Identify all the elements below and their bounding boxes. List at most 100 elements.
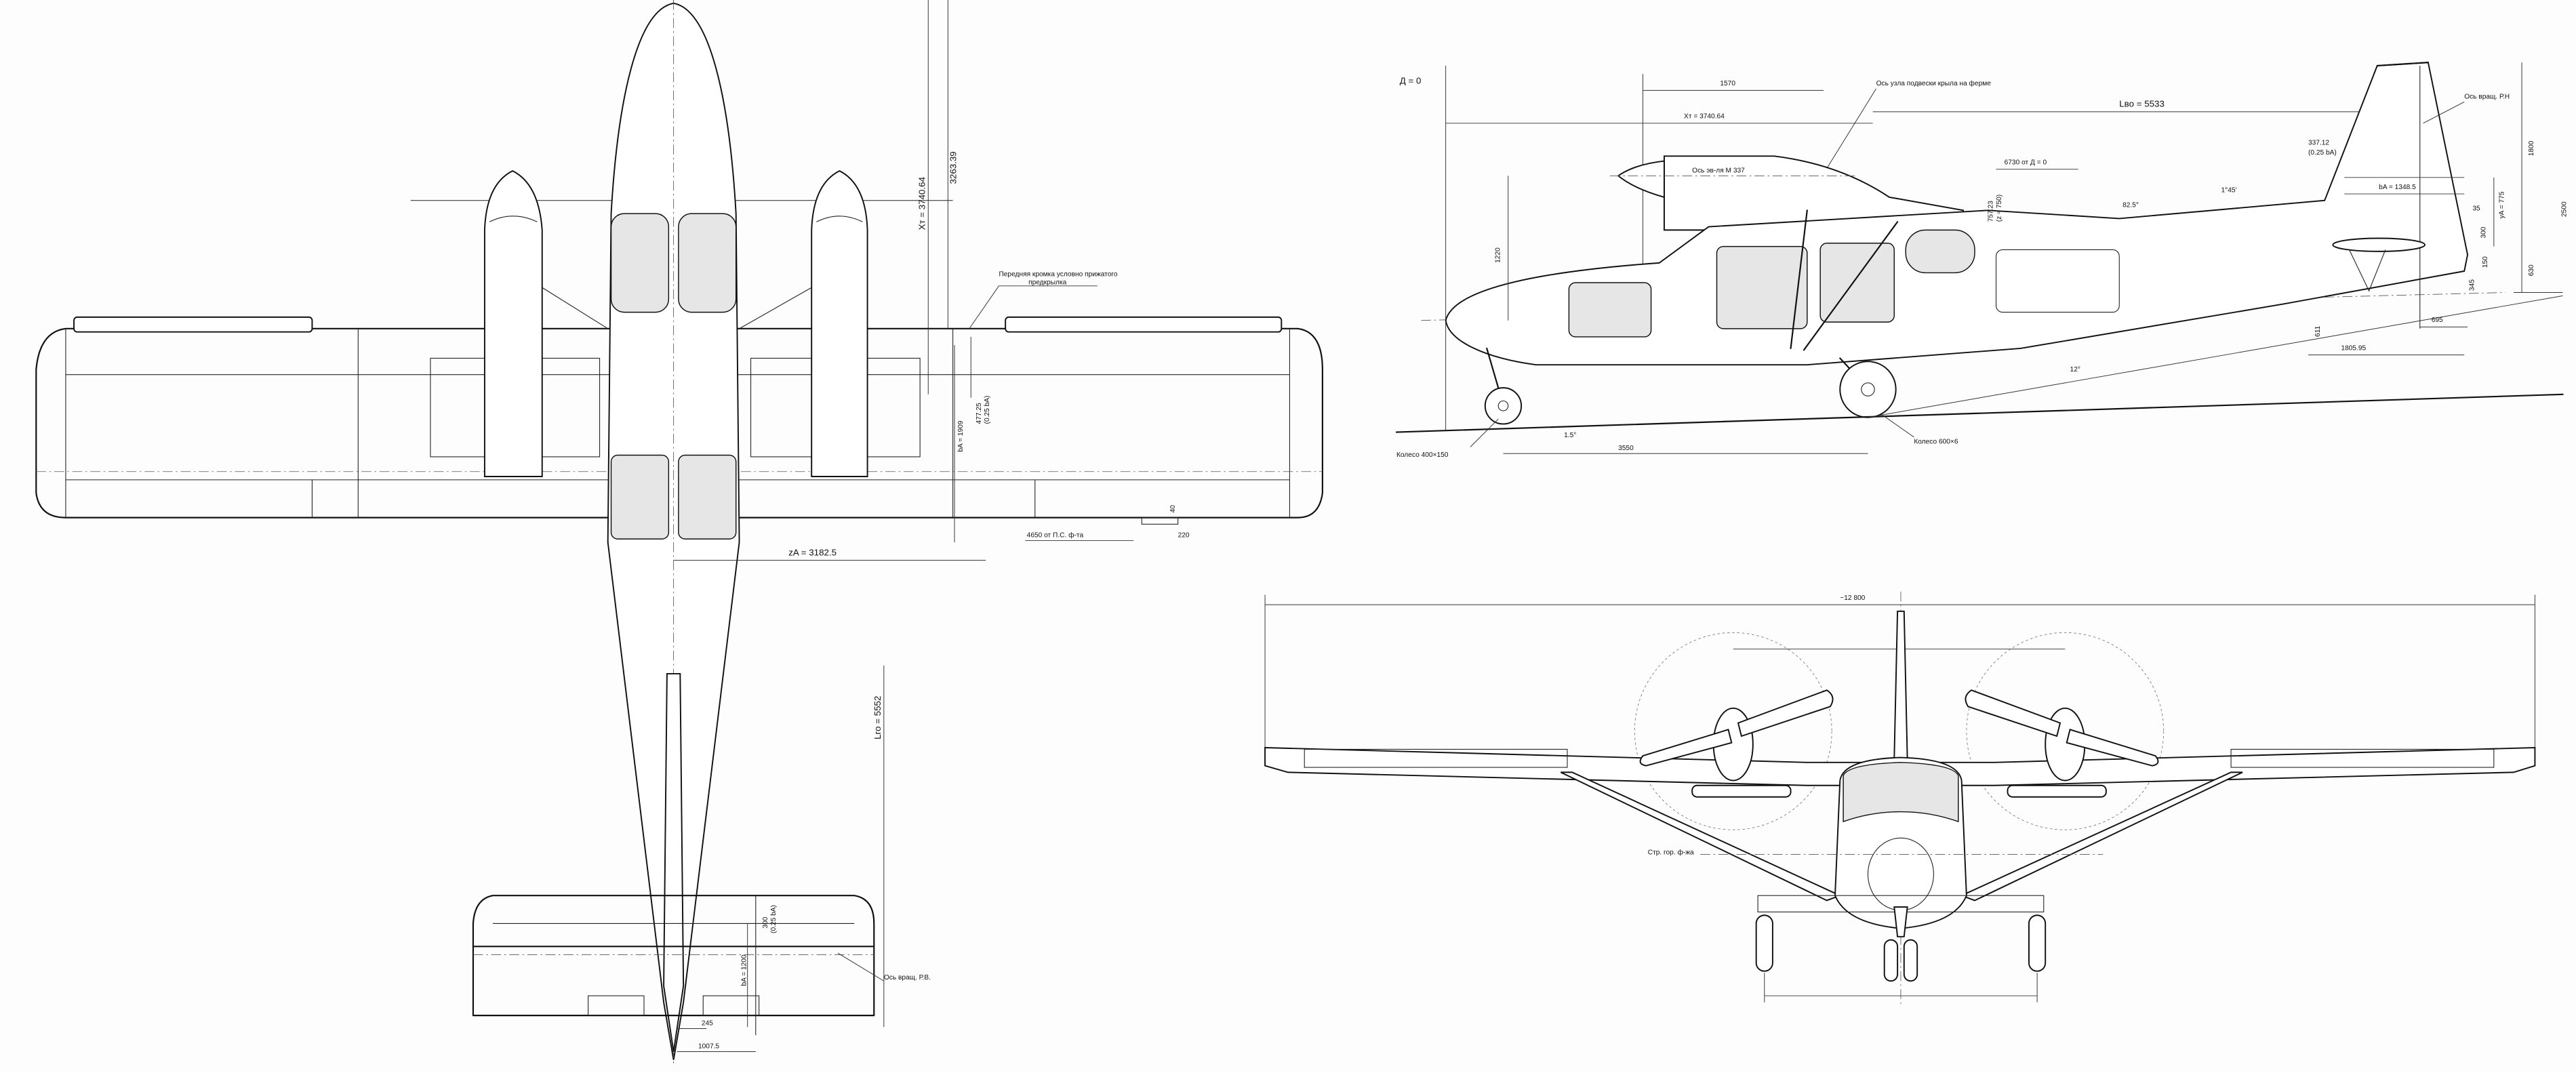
elevator-tab-left (588, 995, 645, 1016)
front-view: ~12 800 Стр. гор. ф-жа (1264, 591, 2536, 1006)
dim-1800-label: 1800 (2528, 140, 2535, 156)
elev-axis-leader (837, 952, 885, 981)
prop-blade-right-lower (2066, 729, 2159, 767)
front-nose-wheel-left (1883, 939, 1899, 982)
dim-ba-tail-label: bA = 1200 (740, 954, 748, 986)
nacelle-spinner-line-right (816, 216, 863, 222)
nose-gear-leg (1486, 347, 1500, 389)
tail-clearance-line (1868, 295, 2563, 418)
wing-strut-front (1790, 209, 1808, 350)
dim-757-label: 757.23 (1988, 201, 1995, 222)
dim-tail-q-sub: (0.25 bA) (770, 905, 778, 933)
dim-mac-quarter-label: 477.25 (975, 403, 983, 424)
dim-345-label: 345 (2469, 279, 2476, 291)
dim-lvo-label: Lво = 5533 (2119, 99, 2165, 109)
front-aileron-right (2230, 748, 2495, 768)
dim-xt-label: Xт = 3740.64 (917, 176, 927, 230)
wing-node-axis-label: Ось узла подвески крыла на ферме (1876, 79, 1992, 87)
datum-label: Д = 0 (1400, 76, 1422, 86)
horizontal-tail-outline (472, 895, 875, 1017)
slat-note-line1: Передняя кромка условно прижатого (999, 270, 1117, 278)
nacelle-strut-right (739, 287, 812, 329)
main-wheel-leader (1880, 413, 1914, 438)
prop-blade-left-upper (1737, 689, 1834, 737)
side-rear-window (1905, 229, 1975, 274)
dim-40-label: 40 (1169, 505, 1177, 513)
prop-disc-right (1966, 632, 2165, 830)
elev-axis-label: Ось вращ. Р.В. (884, 974, 931, 981)
ground-line (1395, 393, 2564, 433)
slat-note-line2: предкрылка (1028, 279, 1067, 286)
dim-mac-quarter-sub: (0.25 bA) (984, 396, 991, 424)
dim-150-label: 150 (2482, 256, 2489, 268)
engine-axis-label: Ось эв-ля М 337 (1692, 167, 1745, 175)
nose-wheel-leader (1470, 418, 1499, 447)
dim-35-label: 35 (2472, 205, 2480, 212)
side-window-front (1568, 282, 1652, 338)
prop-disc-left (1634, 632, 1832, 830)
dim-1007-label: 1007.5 (698, 1043, 719, 1051)
front-aileron-left (1304, 748, 1568, 768)
rear-panel-right (678, 454, 737, 540)
nacelle-spinner-line-left (489, 216, 538, 222)
dim-3550-label: 3550 (1618, 445, 1634, 452)
canopy-panel-left (610, 213, 670, 313)
slat-leader-line (969, 285, 999, 329)
dim-ya-label: yA = 775 (2498, 191, 2505, 218)
angle-82-5-label: 82.5° (2122, 201, 2139, 209)
front-main-wheel-right (2028, 914, 2047, 972)
main-wheel (1839, 361, 1897, 418)
front-tank-left (1691, 784, 1792, 798)
prop-blade-right-upper (1965, 689, 2061, 737)
dim-1805-label: 1805.95 (2341, 344, 2366, 352)
top-view: Xт = 3740.64 3263.39 Передняя кромка усл… (35, 0, 1323, 1065)
side-view: Д = 0 1570 Xт = 3740.64 Ось узла подвеск… (1395, 62, 2568, 459)
front-nose-gear-leg (1893, 906, 1908, 937)
side-cargo-door (1995, 249, 2120, 313)
front-nose-wheel-right (1903, 939, 1918, 982)
dim-220-label: 220 (1178, 532, 1190, 540)
dim-3263-label: 3263.39 (948, 151, 958, 184)
prop-blade-left-lower (1639, 729, 1733, 767)
fuselage-line-label: Стр. гор. ф-жа (1648, 849, 1694, 857)
dim-695-label: 695 (2432, 317, 2443, 324)
dim-ba-wing-label: bA = 1909 (957, 420, 965, 451)
dim-za-label: zA = 3182.5 (788, 547, 837, 557)
side-engine-nacelle (1664, 155, 1965, 231)
engine-nacelle-left (483, 170, 543, 477)
nose-wheel (1484, 387, 1523, 425)
dim-ba-fin-label: bA = 1348.5 (2379, 184, 2416, 191)
dim-flap-pos-label: 4650 от П.С. ф-та (1027, 531, 1084, 540)
nacelle-strut-left (542, 287, 608, 329)
dim-6730-label: 6730 от Д = 0 (2005, 159, 2047, 166)
dim-630-label: 630 (2528, 264, 2535, 276)
side-cabin-window (1819, 243, 1895, 323)
dim-3500-label: 2500 (2560, 201, 2568, 217)
side-fuselage-outline (1445, 62, 2469, 366)
nose-wheel-hub (1497, 400, 1509, 411)
nose-wheel-label: Колесо 400×150 (1396, 451, 1449, 459)
dim-tail-q-label: 300 (762, 916, 769, 928)
rudder-axis-label: Ось вращ. Р.Н (2464, 93, 2510, 100)
front-tank-right (2007, 784, 2107, 798)
side-horizontal-stabilizer (2332, 237, 2426, 252)
slat-left (73, 316, 313, 333)
dim-757-sub: (z = 750) (1996, 195, 2003, 222)
tail-v-strut (2349, 249, 2386, 292)
dim-611-label: 611 (2314, 325, 2322, 337)
dim-xt-side-label: Xт = 3740.64 (1684, 113, 1725, 121)
dim-1220-label: 1220 (1495, 247, 1502, 263)
side-spinner (1617, 160, 1665, 199)
dim-fin-q-label: 337.12 (2308, 139, 2329, 146)
dim-lgo-label: Lго = 5552 (872, 696, 883, 740)
front-windshield (1843, 762, 1959, 823)
rudder-axis-leader (2423, 101, 2465, 124)
span-label: ~12 800 (1840, 594, 1865, 602)
front-main-wheel-left (1755, 914, 1773, 972)
angle-12-label: 12° (2070, 366, 2080, 373)
wing-strut-rear (1803, 221, 1899, 351)
elevator-tab-right (702, 995, 760, 1016)
engine-nacelle-right (811, 170, 868, 477)
slat-right (1005, 316, 1283, 333)
